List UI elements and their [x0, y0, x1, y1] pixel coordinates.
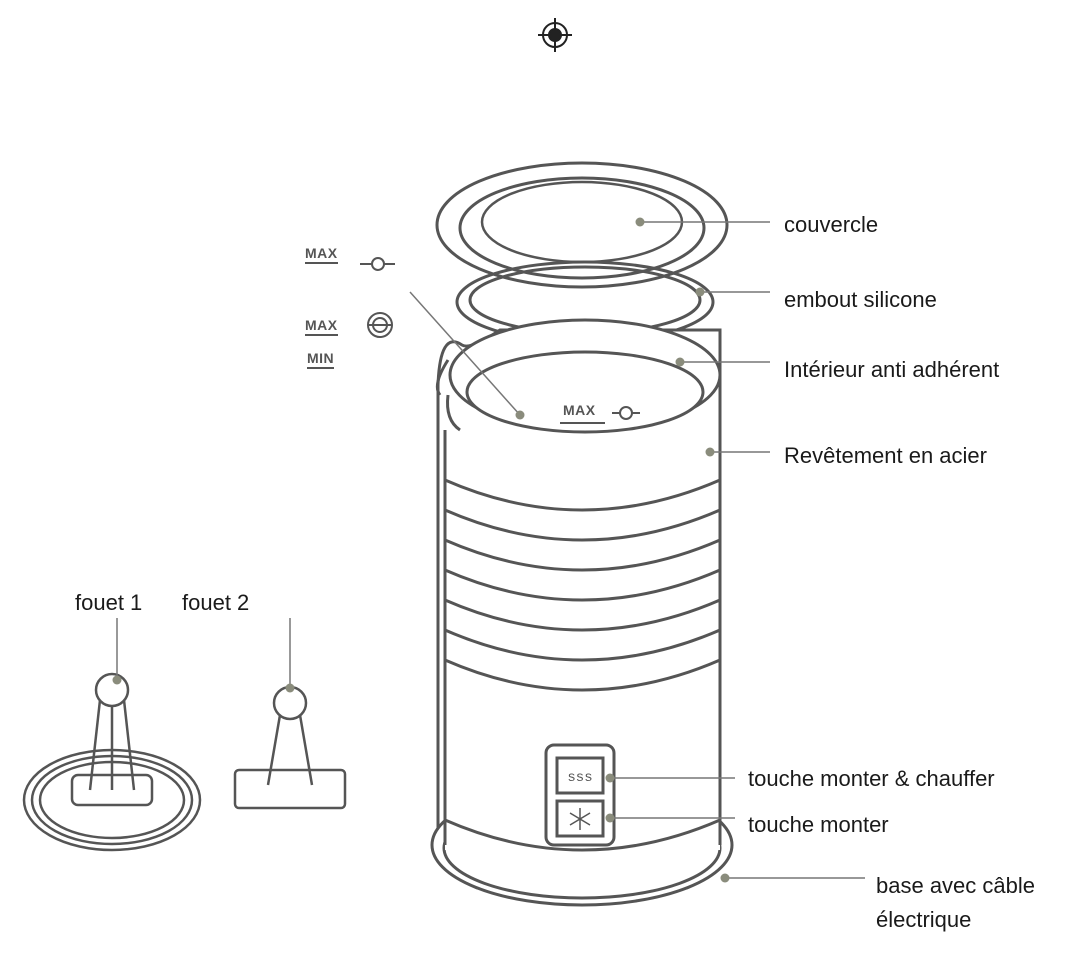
seal-dot — [695, 287, 705, 297]
control-panel — [544, 743, 616, 847]
inside-max-symbol-icon — [560, 406, 640, 424]
lid — [435, 161, 729, 289]
interior-dot — [675, 357, 685, 367]
leader-dots — [112, 217, 730, 883]
whisk1-dot — [112, 675, 122, 685]
whisk-2 — [233, 685, 347, 810]
label-base-line1: base avec câble — [876, 873, 1035, 898]
base-dot — [720, 873, 730, 883]
max-marking-lower: MAX — [305, 317, 338, 336]
froth-dot — [605, 813, 615, 823]
whisk2-dot — [285, 683, 295, 693]
lid-dot — [635, 217, 645, 227]
label-whisk-1: fouet 1 — [75, 590, 143, 615]
coating-dot — [705, 447, 715, 457]
label-froth-button: touche monter — [748, 812, 889, 837]
inside-max-dot — [515, 410, 525, 420]
max-marking-inside: MAX — [563, 402, 596, 418]
leader-lines — [116, 221, 865, 879]
snowflake-icon[interactable] — [569, 808, 591, 830]
label-base-line2: électrique — [876, 907, 972, 932]
max-coil-symbol-icon — [367, 312, 393, 338]
min-marking: MIN — [307, 350, 335, 369]
froth-heat-button-glyph[interactable]: sss — [567, 770, 592, 786]
label-lid: couvercle — [784, 212, 879, 237]
whisk-1 — [22, 672, 202, 852]
registration-mark-icon — [538, 18, 572, 52]
froth-heat-dot — [605, 773, 615, 783]
jug-body — [430, 318, 734, 907]
label-interior: Intérieur anti adhérent — [784, 357, 1000, 382]
max-marking-upper: MAX — [305, 245, 338, 264]
max-whisk-symbol-icon — [360, 257, 395, 271]
label-whisk-2: fouet 2 — [182, 590, 250, 615]
label-froth-heat-button: touche monter & chauffer — [748, 766, 995, 791]
label-coating: Revêtement en acier — [784, 443, 987, 468]
label-seal: embout silicone — [784, 287, 937, 312]
